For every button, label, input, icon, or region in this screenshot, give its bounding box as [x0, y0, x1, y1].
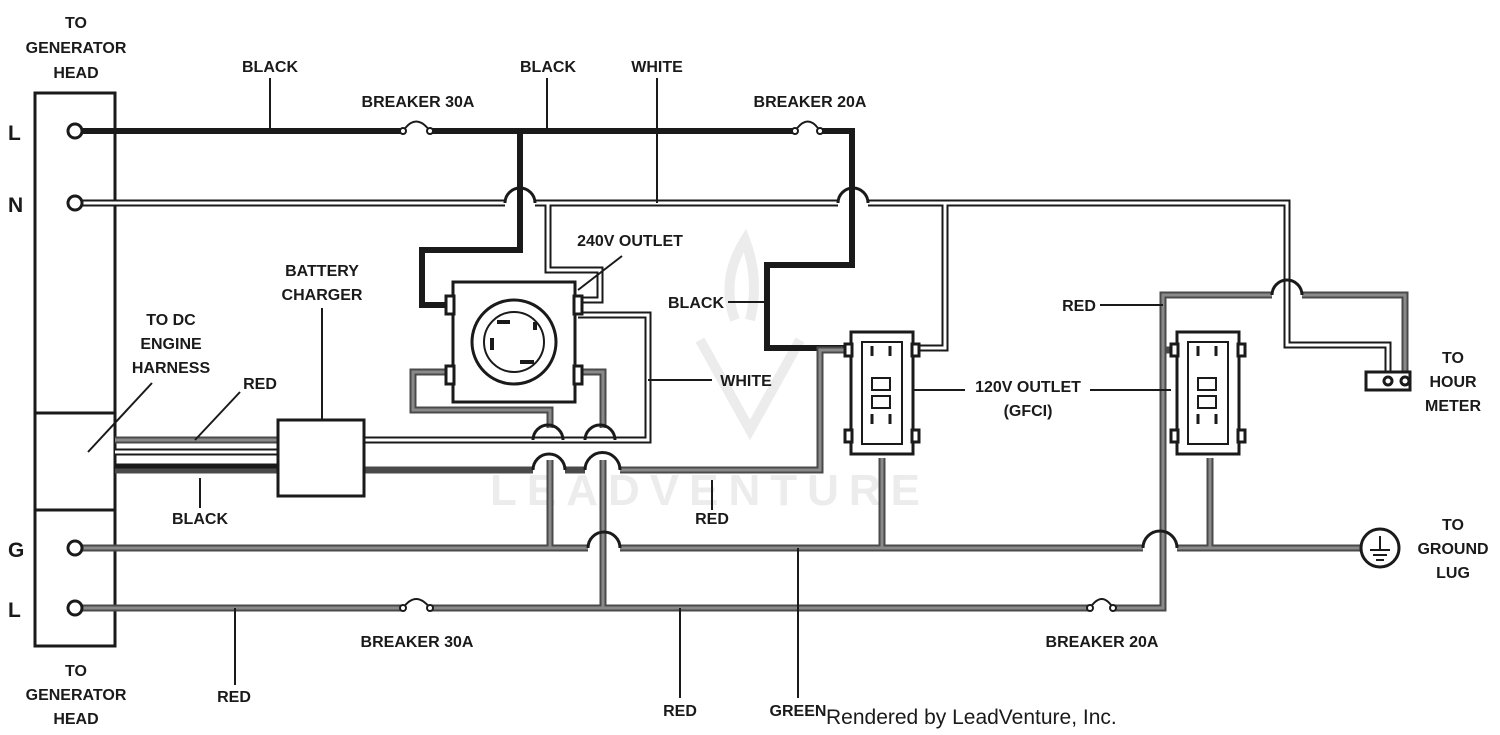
outlet-120v-label-1: 120V OUTLET	[975, 379, 1081, 396]
to-hour-meter-2: HOUR	[1429, 374, 1477, 391]
wire-label-red-mid: RED	[695, 511, 729, 528]
to-generator-head-top-2: GENERATOR	[26, 40, 127, 57]
terminal-n: N	[8, 194, 23, 217]
battery-charger-label-2: CHARGER	[282, 287, 363, 304]
to-hour-meter-1: TO	[1442, 350, 1464, 367]
credit-text: Rendered by LeadVenture, Inc.	[826, 706, 1117, 729]
to-hour-meter-3: METER	[1425, 398, 1481, 415]
outlet-120v-label-2: (GFCI)	[1004, 403, 1053, 420]
labels: TO GENERATOR HEAD L N G L TO GENERATOR H…	[8, 15, 1489, 729]
outlet-120v-gfci-1	[843, 330, 921, 456]
wire-label-red-bottom-left: RED	[217, 689, 251, 706]
to-generator-head-top-1: TO	[65, 15, 87, 32]
to-dc-engine-harness-3: HARNESS	[132, 360, 211, 377]
black-wire	[75, 128, 855, 351]
wire-label-white-mid: WHITE	[720, 373, 772, 390]
watermark-logo	[695, 228, 805, 441]
ground-lug-icon	[1359, 527, 1401, 569]
wire-label-red-right: RED	[1062, 298, 1096, 315]
to-ground-lug-1: TO	[1442, 517, 1464, 534]
wire-label-black-2: BLACK	[520, 59, 576, 76]
breaker-20a-top-label: BREAKER 20A	[754, 94, 867, 111]
outlet-240v	[444, 280, 584, 404]
red-wire-core	[75, 293, 1407, 610]
terminal-l-top: L	[8, 122, 21, 145]
wire-label-red-charger: RED	[243, 376, 277, 393]
terminal-l-bottom: L	[8, 599, 21, 622]
terminal-g: G	[8, 539, 24, 562]
terminal-screws	[66, 122, 84, 617]
to-ground-lug-2: GROUND	[1417, 541, 1488, 558]
leader-lines	[87, 78, 1171, 698]
outlet-120v-gfci-2	[1169, 330, 1247, 456]
outlet-240v-label: 240V OUTLET	[577, 233, 683, 250]
to-generator-head-bottom-2: GENERATOR	[26, 687, 127, 704]
terminal-block	[33, 91, 117, 648]
breaker-30a-bottom-label: BREAKER 30A	[361, 634, 474, 651]
to-ground-lug-3: LUG	[1436, 565, 1470, 582]
wire-crossovers	[503, 186, 1304, 549]
wire-label-red-bottom-mid: RED	[663, 703, 697, 720]
battery-charger-label-1: BATTERY	[285, 263, 359, 280]
wire-label-black-mid: BLACK	[668, 295, 724, 312]
to-generator-head-bottom-3: HEAD	[53, 711, 98, 728]
breakers	[399, 120, 1117, 612]
wires	[75, 120, 1409, 612]
wire-label-green: GREEN	[770, 703, 827, 720]
hour-meter-connector	[1364, 370, 1412, 392]
wire-label-black-charger: BLACK	[172, 511, 228, 528]
wire-label-white-top: WHITE	[631, 59, 683, 76]
to-dc-engine-harness-2: ENGINE	[140, 336, 202, 353]
to-generator-head-bottom-1: TO	[65, 663, 87, 680]
to-generator-head-top-3: HEAD	[53, 65, 98, 82]
to-dc-engine-harness-1: TO DC	[146, 312, 196, 329]
wire-label-black-1: BLACK	[242, 59, 298, 76]
breaker-30a-top-label: BREAKER 30A	[362, 94, 475, 111]
watermark: LEADVENTURE	[490, 466, 930, 515]
battery-charger-box	[276, 418, 366, 498]
breaker-20a-bottom-label: BREAKER 20A	[1046, 634, 1159, 651]
